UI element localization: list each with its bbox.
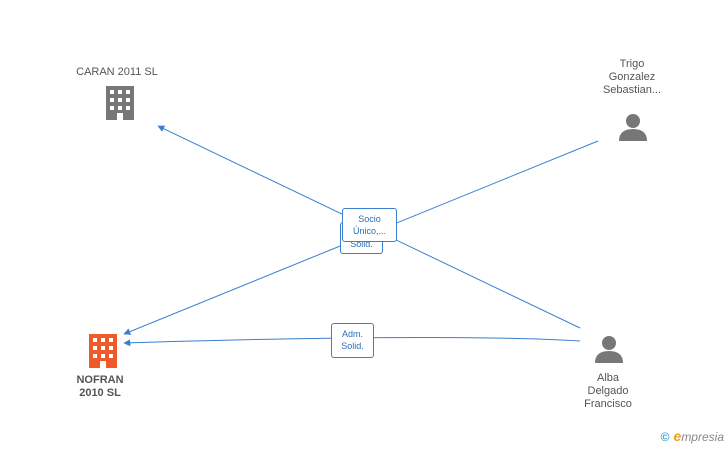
- building-icon[interactable]: [106, 86, 134, 120]
- person-icon[interactable]: [595, 336, 623, 363]
- edge-alba-nofran: [123, 336, 581, 347]
- node-label-trigo[interactable]: Trigo Gonzalez Sebastian...: [602, 58, 662, 96]
- node-label-caran[interactable]: CARAN 2011 SL: [76, 66, 158, 78]
- node-label-alba[interactable]: Alba Delgado Francisco: [584, 372, 632, 410]
- node-label-nofran[interactable]: NOFRAN 2010 SL: [76, 374, 124, 399]
- person-icon[interactable]: [619, 114, 647, 141]
- brand-initial: e: [673, 428, 682, 444]
- edge-label-alba-nofran: Adm. Solid.: [331, 323, 374, 358]
- brand-logo: ©empresia: [661, 428, 724, 444]
- brand-name: mpresia: [681, 430, 724, 444]
- copyright-icon: ©: [660, 430, 670, 444]
- edge-label-alba-caran: Socio Único,...: [342, 208, 397, 242]
- building-icon[interactable]: [89, 334, 117, 368]
